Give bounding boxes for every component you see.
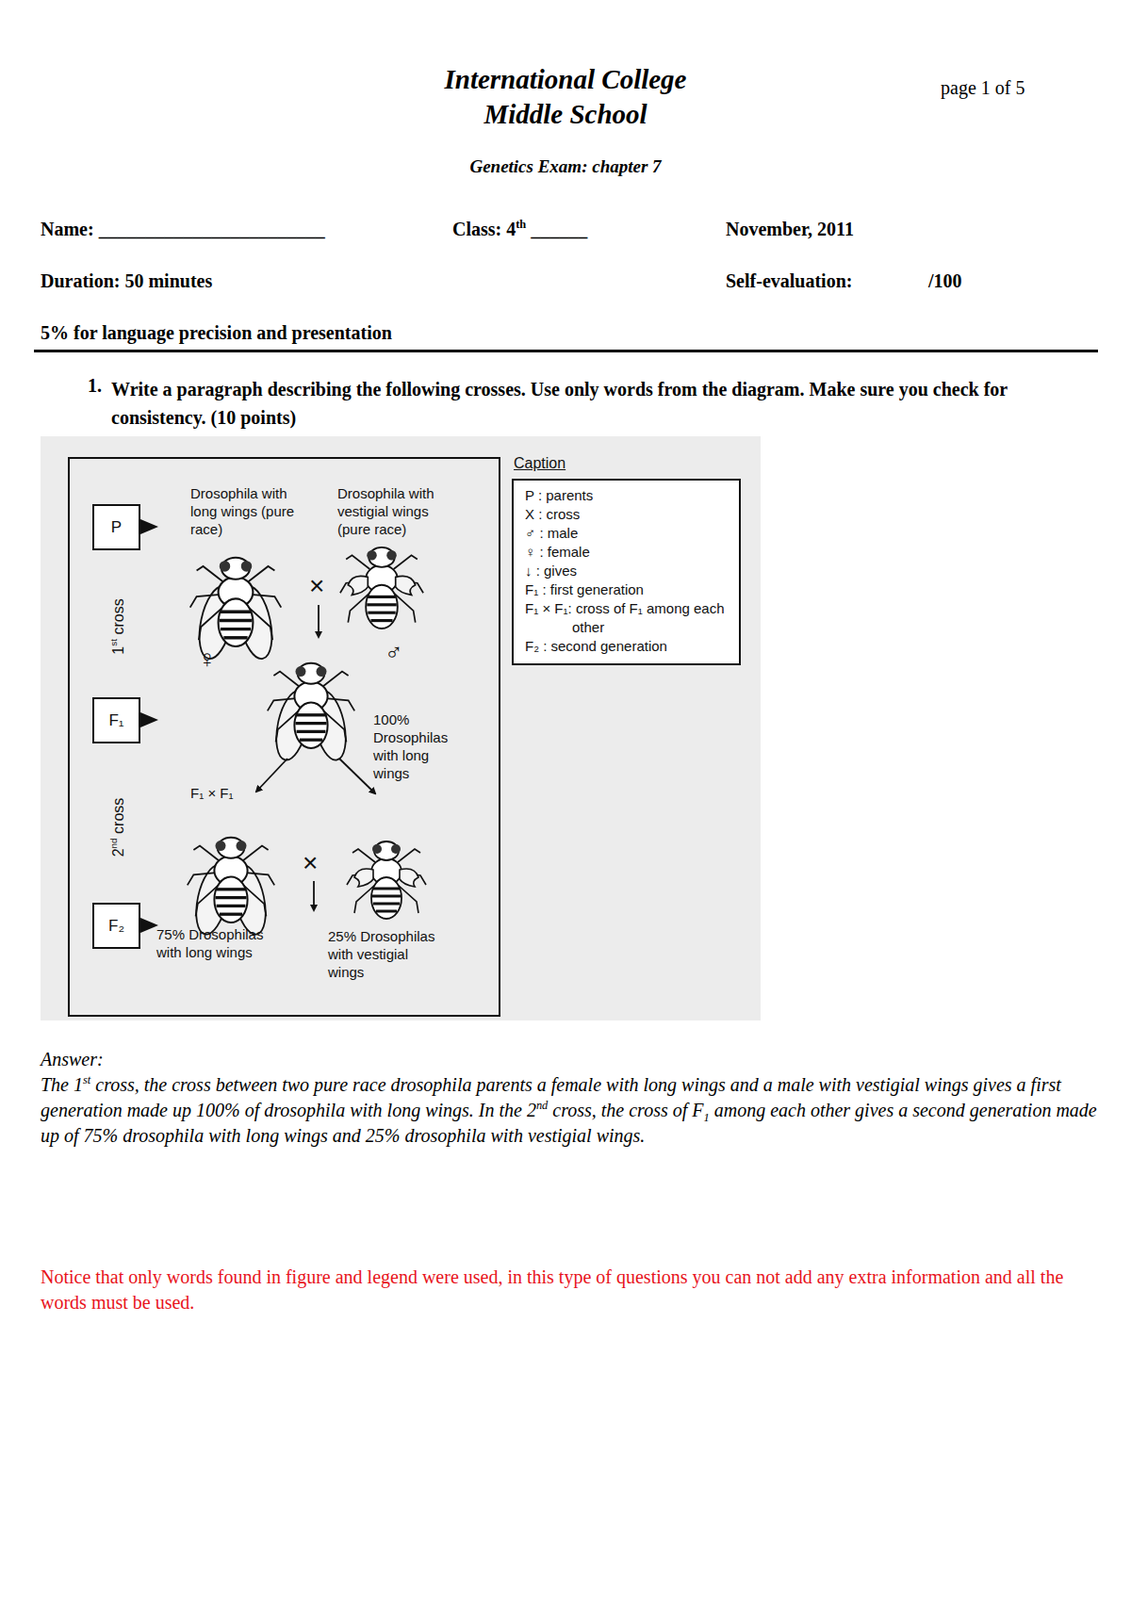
caption-line: ↓ : gives [519,561,734,581]
cross-label: cross [110,798,127,839]
page-title: International College Middle School [419,62,712,132]
cross-label: 1st cross [109,598,128,655]
superscript: th [515,217,526,231]
class-field: Class: 4th ______ [452,218,588,241]
cross-symbol: × [302,853,318,872]
question-text: Write a paragraph describing the followi… [111,375,1082,432]
gives-arrow [312,881,315,911]
subscript: 1 [704,1111,710,1125]
caption-heading: Caption [513,454,566,473]
caption-box: CaptionP : parentsX : cross♂ : male♀ : f… [511,478,741,666]
self-evaluation: Self-evaluation: [725,270,853,293]
cross-label: 2 [110,848,127,857]
superscript: nd [536,1098,548,1113]
superscript: st [82,1073,91,1087]
caption-line: F₁ : first generation [519,580,734,600]
gives-arrow [317,605,320,638]
generation-symbol: P [111,518,122,537]
gives-arrow [256,758,288,792]
score-total: /100 [928,270,963,293]
page-number: page 1 of 5 [940,77,1025,99]
generation-symbol: F₁ [108,711,124,730]
cross-symbol: × [309,576,325,595]
generation-box: F₁ [92,697,141,744]
fly-vestigial-wings [340,547,424,629]
fly-label: 75% Drosophilas with long wings [156,925,270,962]
pointer [140,917,159,934]
presentation-note: 5% for language precision and presentati… [40,322,393,345]
class-field: Class: 4 [452,218,516,240]
cross-label: 2nd cross [109,798,128,858]
blank-line: ______ [525,218,588,240]
answer-text: cross, the cross of F [547,1099,704,1121]
header-rule [33,349,1099,353]
generation-box: P [92,504,141,551]
teacher-note: Notice that only words found in figure a… [40,1264,1101,1316]
scan-ground [40,436,761,1021]
answer-paragraph: The 1st cross, the cross between two pur… [40,1072,1101,1149]
question-number: 1. [87,375,102,397]
caption-line: P : parents [519,486,734,506]
superscript: nd [108,837,119,849]
diagram-frame [68,458,500,1017]
date: November, 2011 [725,218,854,241]
superscript: st [108,639,119,647]
fly-long-wings [267,663,355,764]
fly-vestigial-wings [346,841,427,919]
cross-label: 1 [110,646,127,656]
caption-line: F₂ : second generation [519,637,734,656]
fly-label: 25% Drosophilas with vestigial wings [327,927,442,982]
exam-subtitle: Genetics Exam: chapter 7 [469,156,661,178]
female-symbol: ♀ [197,650,217,669]
caption-line: ♂ : male [519,524,734,543]
pointer [140,712,159,728]
fly-label: 100% Drosophilas with long wings [373,710,457,783]
caption-line: F₁ × F₁: cross of F₁ among each other [519,599,734,638]
cross-label: cross [110,598,127,640]
caption-line: X : cross [519,505,734,525]
cross-label: F₁ × F₁ [190,784,234,803]
answer-heading: Answer: [40,1047,104,1073]
caption-line: ♀ : female [519,542,734,562]
generation-symbol: F₂ [108,917,125,935]
duration: Duration: 50 minutes [40,270,213,293]
male-symbol: ♂ [384,643,404,662]
answer-text: The 1 [40,1074,83,1096]
gives-arrow [339,758,376,794]
fly-long-wings [187,837,275,938]
pointer [140,519,159,535]
fly-long-wings [190,557,282,663]
generation-box: F₂ [92,902,141,950]
fly-label: Drosophila with vestigial wings (pure ra… [337,484,456,539]
name-field: Name: ________________________ [40,218,326,241]
fly-label: Drosophila with long wings (pure race) [190,484,313,539]
